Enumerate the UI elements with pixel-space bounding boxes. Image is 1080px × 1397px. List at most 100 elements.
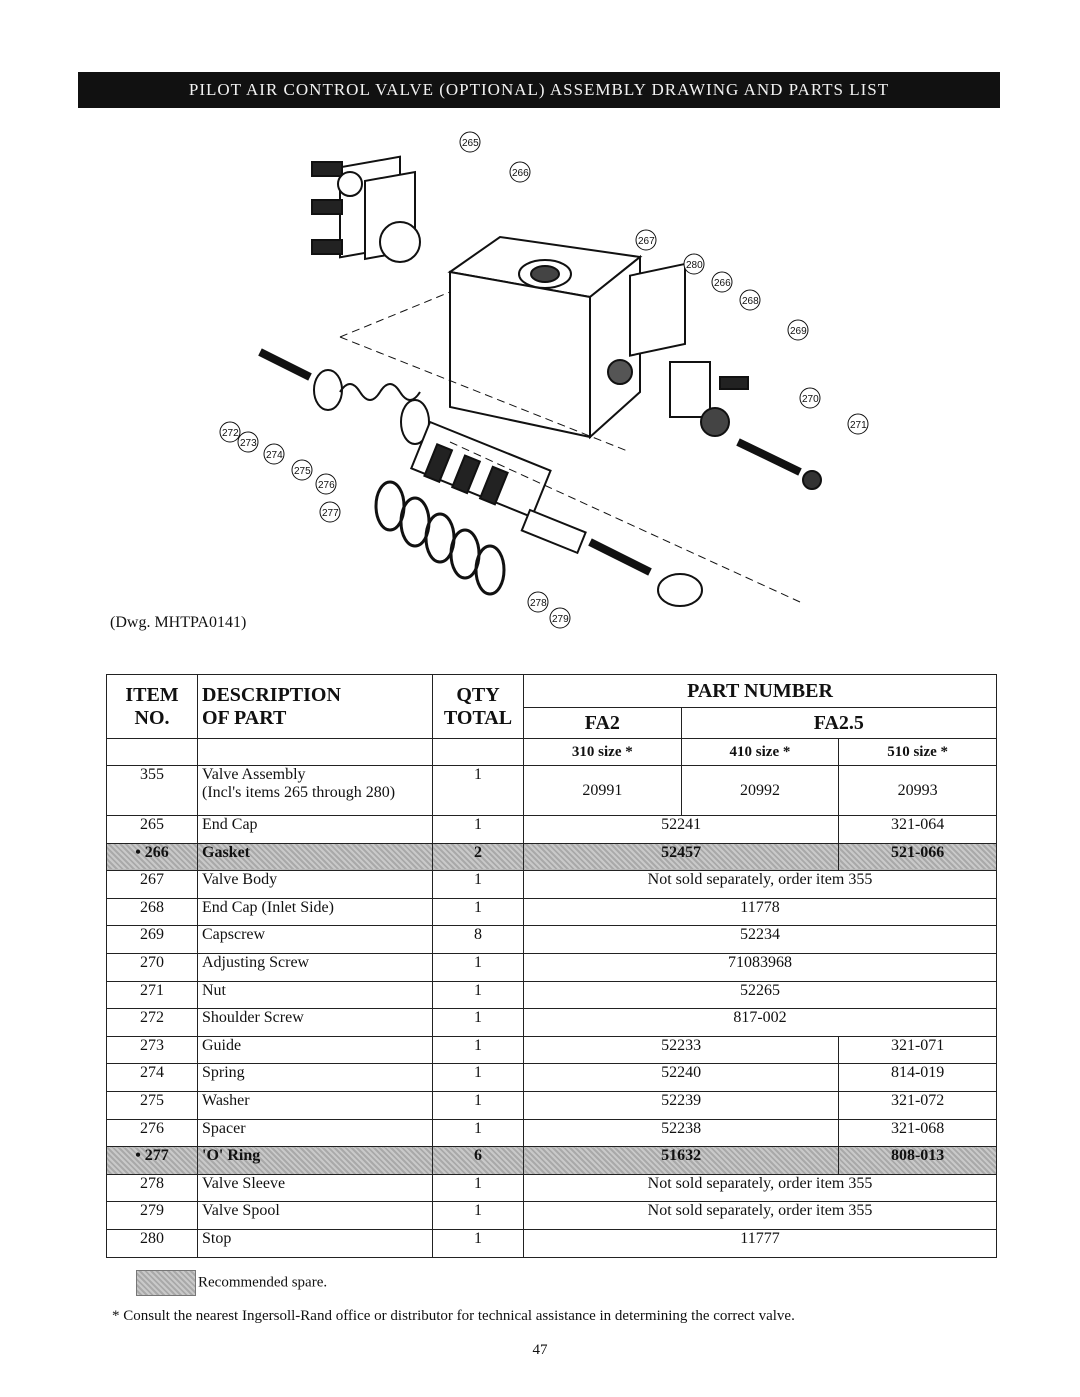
part-number-cell: 52234	[523, 925, 997, 954]
part-number-cell: 521-066	[838, 842, 997, 872]
end-cap-illustration	[311, 155, 421, 263]
description-text: Capscrew	[202, 926, 266, 944]
qty-cell: 1	[432, 815, 524, 844]
part-number-cell: 52457	[522, 842, 840, 872]
item-number-cell: 274	[106, 1063, 198, 1092]
description-cell: Spacer	[197, 1118, 433, 1148]
assembly-drawing: 265 266 267 280 266 268 269 270 271 272 …	[219, 131, 869, 629]
description-cell: Gasket	[197, 842, 433, 872]
description-cell: Valve Body	[197, 870, 433, 899]
header-size-510: 510 size *	[838, 738, 997, 766]
callout-270: 270	[802, 394, 819, 405]
header-size-310: 310 size *	[523, 738, 682, 766]
description-cell: Valve Spool	[197, 1201, 433, 1230]
part-number-cell: 71083968	[523, 952, 997, 982]
recommended-spare-swatch	[136, 1270, 196, 1296]
callout-267: 267	[638, 236, 655, 247]
callout-266b: 266	[714, 278, 731, 289]
description-text: Washer	[202, 1091, 250, 1109]
callout-268: 268	[742, 296, 759, 307]
part-number-cell: 11778	[523, 897, 997, 927]
description-note: (Incl's items 265 through 280)	[202, 784, 396, 801]
description-cell: Washer	[197, 1090, 433, 1120]
description-cell: Stop	[197, 1228, 433, 1258]
description-text: End Cap (Inlet Side)	[202, 898, 334, 916]
part-number-cell: Not sold separately, order item 355	[523, 870, 997, 899]
header-fa25: FA2.5	[680, 707, 998, 739]
description-text: Spring	[202, 1064, 245, 1082]
part-number-cell: 52240	[522, 1063, 840, 1092]
part-number-cell: 817-002	[523, 1008, 997, 1037]
header-fa2: FA2	[523, 707, 682, 739]
page-banner: PILOT AIR CONTROL VALVE (OPTIONAL) ASSEM…	[78, 72, 1000, 108]
description-text: Guide	[202, 1036, 242, 1054]
description-text: Stop	[202, 1229, 232, 1247]
item-number-cell: • 277	[106, 1146, 198, 1175]
item-number-cell: 275	[106, 1090, 198, 1120]
callout-273: 273	[240, 438, 257, 449]
description-cell: Adjusting Screw	[197, 952, 433, 982]
qty-cell: 1	[432, 952, 524, 982]
part-number-cell: 321-071	[838, 1035, 997, 1065]
description-cell: Guide	[197, 1035, 433, 1065]
description-cell: Shoulder Screw	[197, 1008, 433, 1037]
inlet-end-cap-illustration	[629, 262, 822, 490]
description-text: Valve Sleeve	[202, 1174, 286, 1192]
item-number-cell: • 266	[106, 842, 198, 872]
part-number-cell: 321-072	[838, 1090, 997, 1120]
callout-279: 279	[552, 614, 569, 625]
qty-cell: 1	[432, 870, 524, 899]
part-number-cell: 321-068	[838, 1118, 997, 1148]
callout-272: 272	[222, 428, 239, 439]
page-number: 47	[532, 1342, 548, 1358]
description-text: Valve Body	[202, 871, 278, 889]
part-number-cell: 51632	[522, 1146, 840, 1175]
qty-cell: 8	[432, 925, 524, 954]
header-part-number: PART NUMBER	[523, 674, 997, 708]
part-number-cell: 52239	[522, 1090, 840, 1120]
description-text: Adjusting Screw	[202, 953, 310, 971]
description-text: 'O' Ring	[202, 1147, 261, 1165]
callout-275: 275	[294, 466, 311, 477]
qty-cell: 1	[432, 1228, 524, 1258]
description-text: Spacer	[202, 1119, 246, 1137]
item-number-cell: 270	[106, 952, 198, 982]
description-cell: Spring	[197, 1063, 433, 1092]
callout-280: 280	[686, 260, 703, 271]
description-text: Valve Spool	[202, 1202, 280, 1220]
callout-265: 265	[462, 138, 479, 149]
part-number-cell: Not sold separately, order item 355	[523, 1201, 997, 1230]
callout-266: 266	[512, 168, 529, 179]
header-row-3: 310 size * 410 size * 510 size *	[106, 738, 997, 766]
part-number-cell: Not sold separately, order item 355	[523, 1173, 997, 1203]
qty-cell: 2	[432, 842, 524, 872]
description-text: Gasket	[202, 843, 250, 861]
callout-274: 274	[266, 450, 283, 461]
item-number-cell: 276	[106, 1118, 198, 1148]
legend: Recommended spare.	[136, 1270, 327, 1296]
item-number-cell: 269	[106, 925, 198, 954]
footnote: * Consult the nearest Ingersoll-Rand off…	[112, 1308, 795, 1324]
item-number-cell: 278	[106, 1173, 198, 1203]
part-number-cell: 20992	[680, 765, 840, 816]
qty-cell: 1	[432, 1035, 524, 1065]
description-cell: End Cap	[197, 815, 433, 844]
qty-cell: 1	[432, 1008, 524, 1037]
part-number-cell: 808-013	[838, 1146, 997, 1175]
qty-cell: 1	[432, 1063, 524, 1092]
